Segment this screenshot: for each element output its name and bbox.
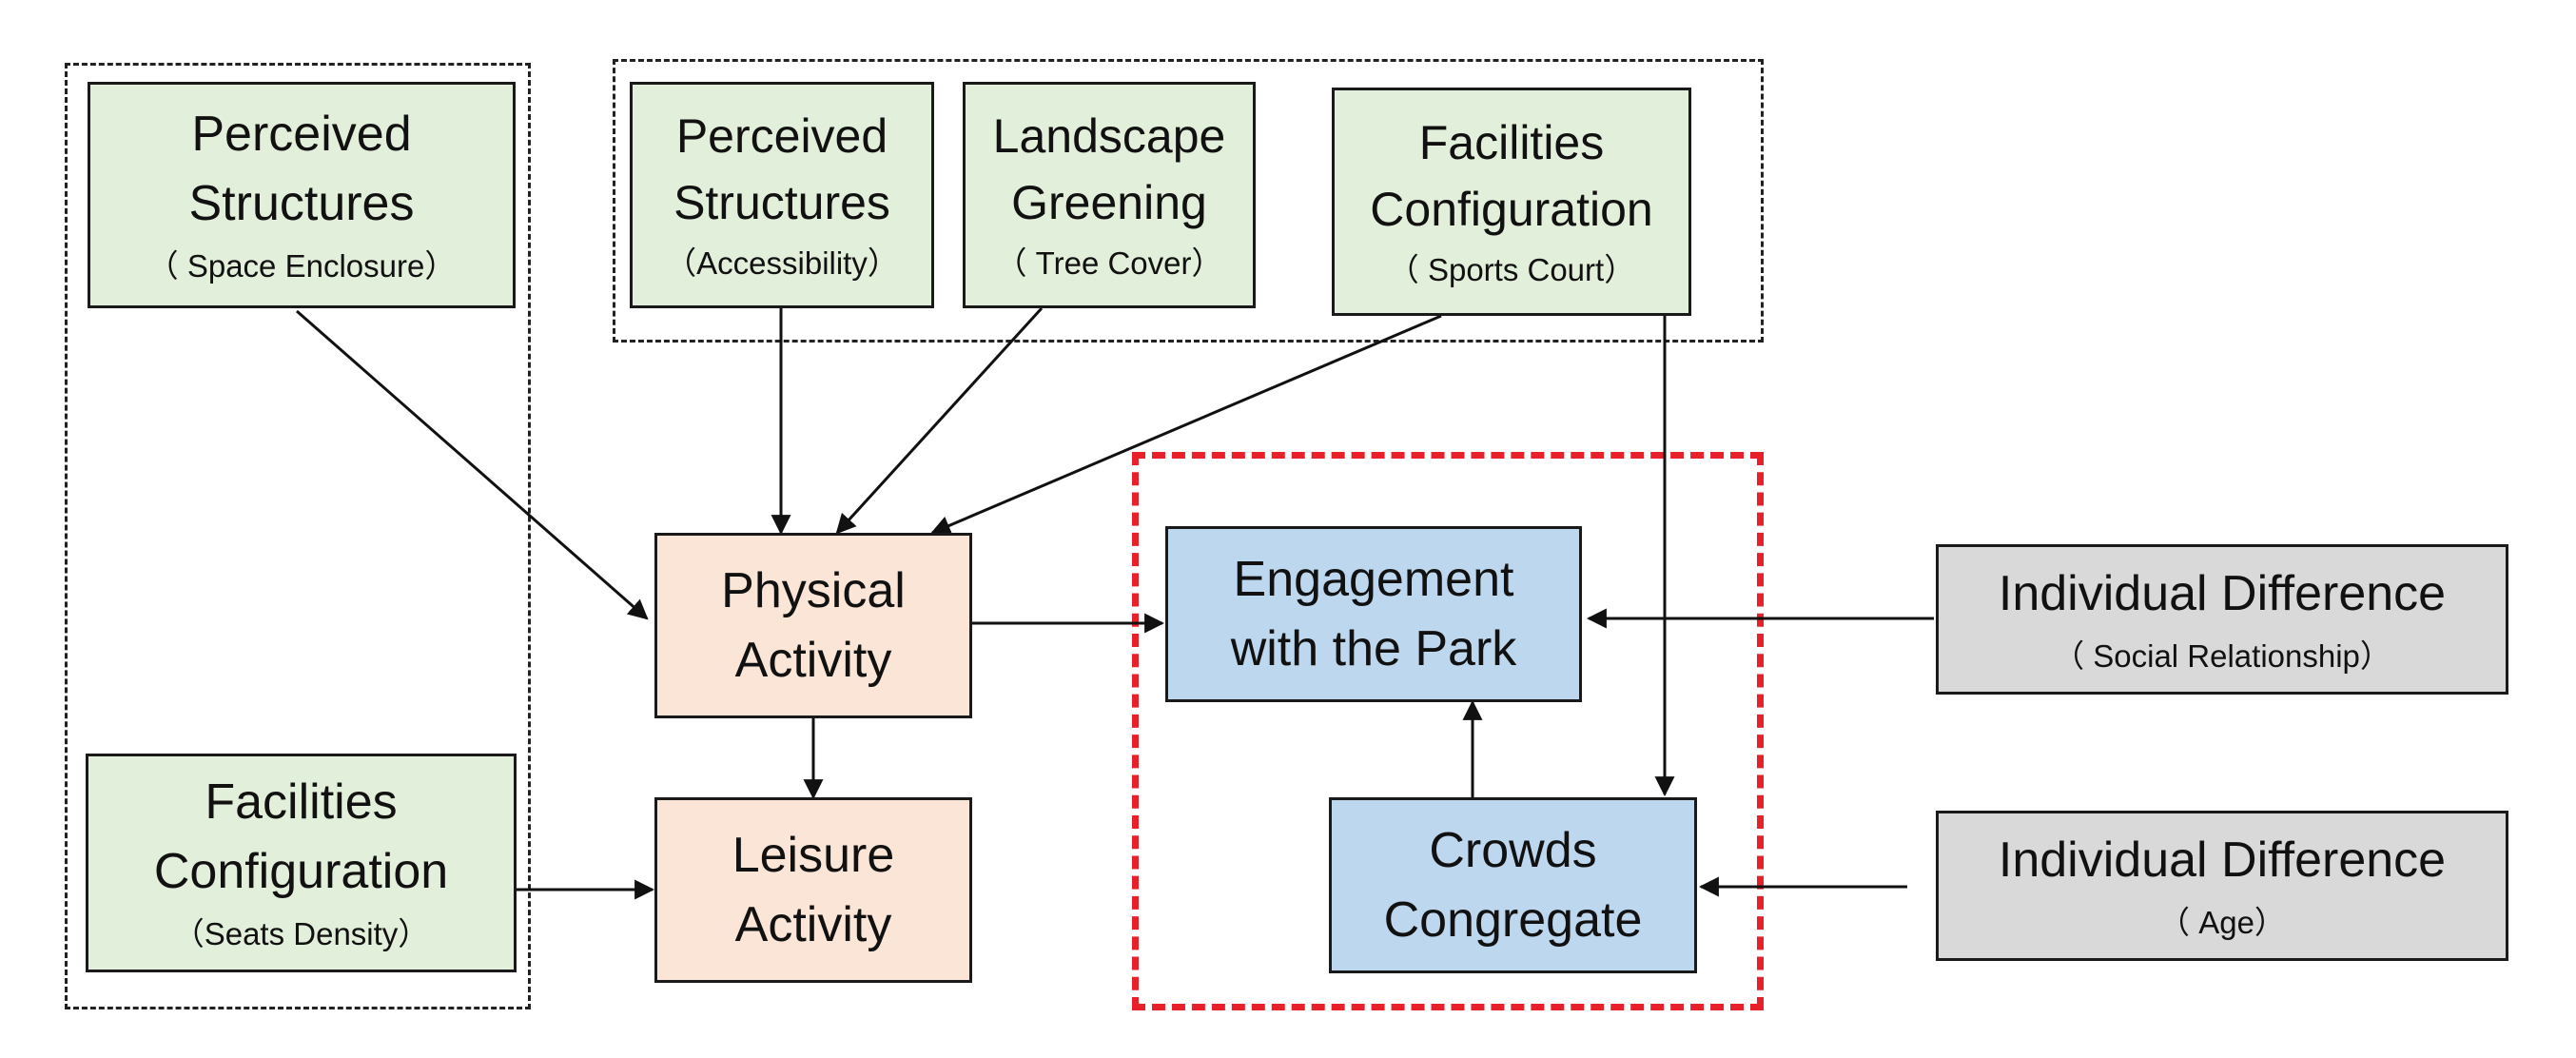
node-title-line1: Physical xyxy=(721,562,906,618)
node-title: Individual Difference xyxy=(1998,832,2447,888)
node-subtitle: （ Age） xyxy=(2158,904,2286,940)
node-title-line1: Facilities xyxy=(205,774,398,831)
individual-difference-social-box: Individual Difference （ Social Relations… xyxy=(1936,544,2508,695)
node-title-line2: Congregate xyxy=(1383,891,1643,948)
edge-enclosure-to-physical xyxy=(296,309,649,620)
physical-activity-box: Physical Activity xyxy=(654,533,972,718)
edge-sports-to-physical xyxy=(930,314,1442,536)
engagement-highlight-group xyxy=(1132,452,1764,1010)
node-subtitle: （ Tree Cover） xyxy=(995,245,1223,282)
perceived-structures-enclosure-box: Perceived Structures （ Space Enclosure） xyxy=(88,82,516,308)
node-title-line1: Engagement xyxy=(1233,551,1514,607)
node-title: Individual Difference xyxy=(1998,565,2447,621)
left-dashed-group xyxy=(65,63,531,1009)
node-title-line2: Configuration xyxy=(1370,183,1653,237)
node-title-line2: with the Park xyxy=(1230,620,1517,676)
node-title-line1: Leisure xyxy=(732,827,895,883)
node-title-line2: Configuration xyxy=(153,844,449,900)
node-title-line2: Greening xyxy=(1011,176,1207,230)
node-title-line2: Structures xyxy=(188,176,415,232)
facilities-seats-density-box: Facilities Configuration （Seats Density） xyxy=(86,754,517,972)
node-subtitle: （Seats Density） xyxy=(172,916,430,952)
node-title-line2: Activity xyxy=(734,896,892,952)
landscape-greening-box: Landscape Greening （ Tree Cover） xyxy=(963,82,1256,308)
node-subtitle: （ Sports Court） xyxy=(1387,252,1636,288)
top-dashed-group xyxy=(613,59,1764,343)
node-title-line2: Activity xyxy=(734,632,892,688)
node-title-line1: Crowds xyxy=(1429,822,1597,878)
node-title-line1: Perceived xyxy=(191,107,412,163)
node-title-line1: Facilities xyxy=(1418,116,1605,170)
engagement-with-park-box: Engagement with the Park xyxy=(1165,526,1582,702)
leisure-activity-box: Leisure Activity xyxy=(654,797,972,983)
node-subtitle: （ Space Enclosure） xyxy=(146,248,457,284)
facilities-sports-court-box: Facilities Configuration （ Sports Court） xyxy=(1332,88,1691,316)
node-title-line1: Landscape xyxy=(992,109,1226,164)
node-subtitle: （ Social Relationship） xyxy=(2053,637,2391,674)
node-title-line1: Perceived xyxy=(675,109,888,164)
node-title-line2: Structures xyxy=(673,176,890,230)
edge-greening-to-physical xyxy=(835,306,1044,535)
individual-difference-age-box: Individual Difference （ Age） xyxy=(1936,811,2508,961)
node-subtitle: （Accessibility） xyxy=(665,245,899,282)
crowds-congregate-box: Crowds Congregate xyxy=(1329,797,1697,973)
perceived-structures-accessibility-box: Perceived Structures （Accessibility） xyxy=(630,82,934,308)
